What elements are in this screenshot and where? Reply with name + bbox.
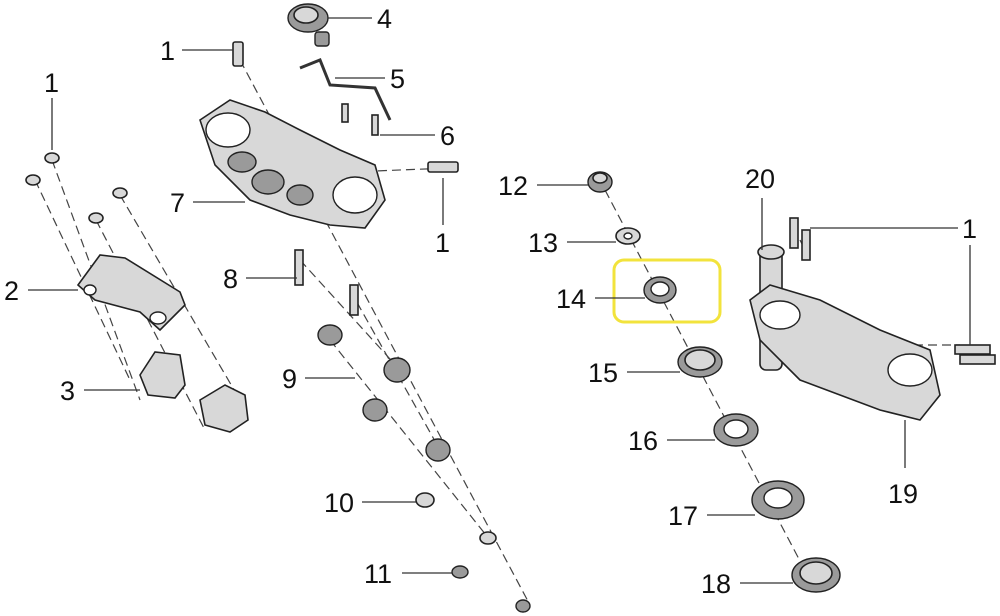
callout-1-top: 1: [160, 36, 175, 66]
part-15-dust-seal: [677, 346, 723, 378]
callout-11: 11: [364, 559, 392, 589]
part-bolts-top-left: [25, 152, 128, 224]
callout-7: 7: [170, 188, 185, 218]
callout-6: 6: [440, 121, 455, 151]
part-16-bearing: [713, 413, 759, 447]
callout-1-right: 1: [962, 214, 977, 244]
part-4-ignition-switch: [287, 3, 330, 47]
callout-2: 2: [4, 276, 19, 306]
callout-3: 3: [60, 376, 75, 406]
part-17-bearing: [751, 480, 805, 520]
part-9-grommets: [317, 324, 451, 462]
leader-lines: [28, 17, 971, 584]
part-19-lower-triple-clamp: [749, 284, 941, 421]
callout-5: 5: [390, 64, 405, 94]
part-1-side-bolt: [427, 161, 459, 173]
callout-18: 18: [701, 569, 731, 599]
part-3-handlebar-clamp-lower: [139, 351, 249, 433]
callout-10: 10: [324, 488, 354, 518]
part-14-ring-nut: [643, 276, 677, 304]
part-8-pins: [294, 249, 359, 316]
part-18-seal: [791, 557, 841, 593]
part-7-upper-triple-clamp: [199, 99, 386, 229]
part-6-screws: [341, 103, 379, 136]
callout-17: 17: [668, 501, 698, 531]
callout-12: 12: [498, 171, 528, 201]
callout-19: 19: [888, 479, 918, 509]
callout-16: 16: [628, 426, 658, 456]
part-10-washers: [415, 492, 497, 545]
part-5-bracket: [299, 58, 392, 121]
callout-9: 9: [282, 364, 297, 394]
callout-14: 14: [556, 284, 586, 314]
callout-4: 4: [377, 4, 392, 34]
part-2-handlebar-clamp-upper: [76, 254, 186, 332]
part-13-washer: [615, 227, 641, 245]
part-11-nuts: [451, 565, 531, 613]
part-1-right-bolts: [789, 217, 996, 365]
part-1-bolt: [232, 41, 244, 67]
highlight-box-part-14: [612, 258, 722, 324]
callout-20: 20: [745, 164, 775, 194]
callout-labels: 1 1 4 5 6 7 1 2 8 3 9 10 11 12 13 14 15 …: [4, 4, 977, 599]
callout-8: 8: [223, 264, 238, 294]
callout-15: 15: [588, 358, 618, 388]
callout-13: 13: [528, 228, 558, 258]
callout-1-side: 1: [435, 228, 450, 258]
callout-1-top-left: 1: [44, 68, 59, 98]
part-12-nut: [587, 171, 613, 193]
